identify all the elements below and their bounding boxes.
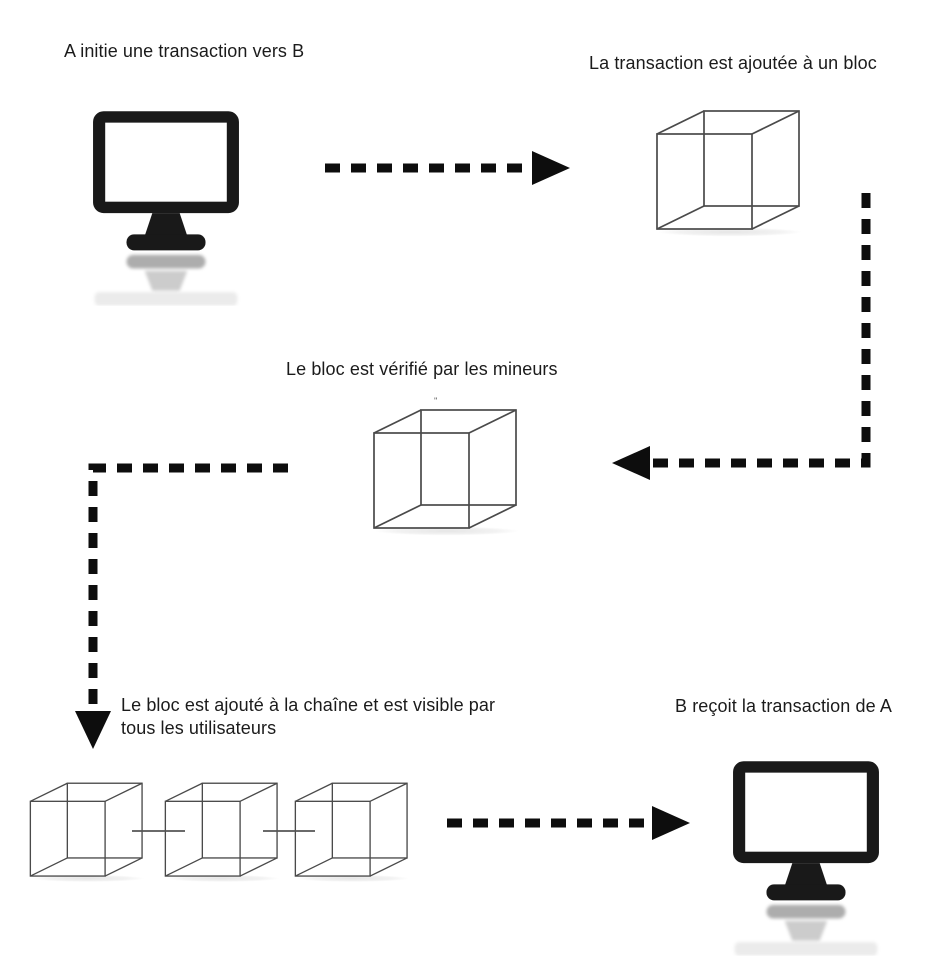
blockchain-cube-chain-icon	[28, 772, 444, 910]
dashed-arrow-down-left-icon	[598, 180, 880, 490]
computer-monitor-icon	[90, 108, 242, 306]
block-cube-icon	[371, 407, 521, 537]
computer-monitor-icon	[730, 758, 882, 956]
step-label-transaction-added-to-block: La transaction est ajoutée à un bloc	[589, 53, 877, 73]
cube-top-mark: ''	[434, 396, 438, 406]
step-label-block-added-to-chain-line1: Le bloc est ajouté à la chaîne et est vi…	[121, 695, 496, 715]
step-label-receive-transaction: B reçoit la transaction de A	[675, 696, 892, 716]
step-label-block-verified-by-miners: Le bloc est vérifié par les mineurs	[286, 359, 558, 379]
dashed-arrow-left-down-icon	[70, 455, 300, 755]
step-label-initiate-transaction: A initie une transaction vers B	[64, 41, 305, 61]
step-label-block-added-to-chain-line2: tous les utilisateurs	[121, 718, 277, 738]
dashed-arrow-right-icon	[440, 803, 696, 843]
dashed-arrow-right-icon	[320, 148, 576, 188]
